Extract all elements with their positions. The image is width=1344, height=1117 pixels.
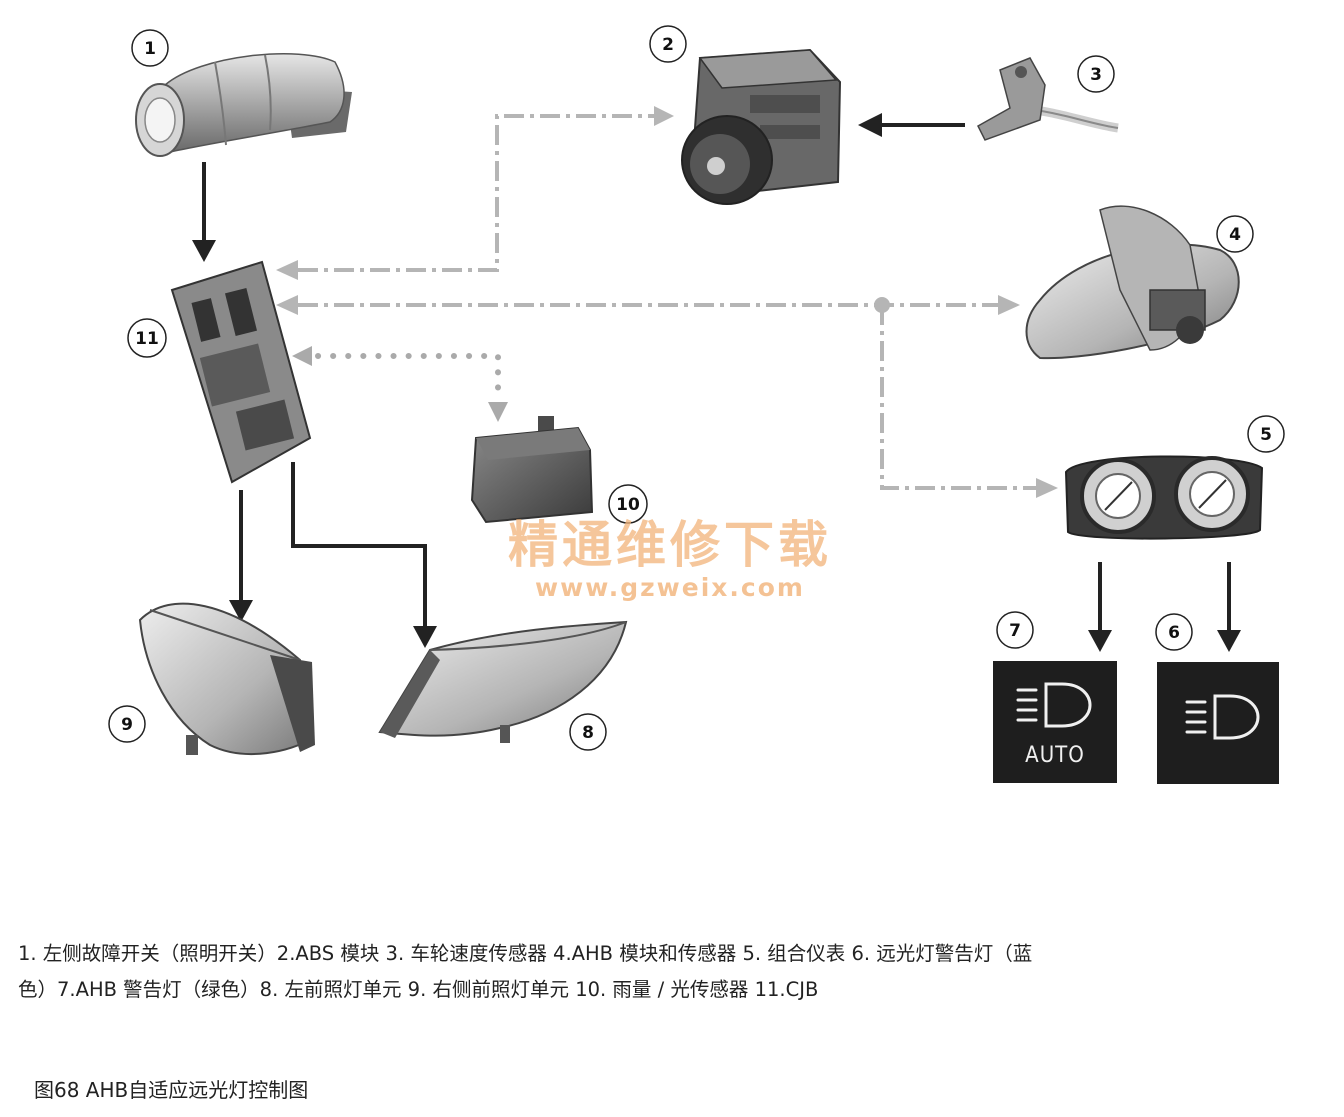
connections	[192, 106, 1241, 652]
callout-9: 9	[108, 705, 146, 743]
arrowhead-bus-to-4	[998, 295, 1020, 315]
figure-caption: 图68 AHB自适应远光灯控制图	[34, 1078, 309, 1102]
bus-to-5	[880, 305, 1038, 490]
svg-text:1: 1	[144, 39, 156, 59]
arrowhead-11-to-8	[413, 626, 437, 648]
callout-1: 1	[131, 29, 169, 67]
svg-text:2: 2	[662, 35, 674, 55]
callout-11: 11	[127, 318, 167, 358]
svg-text:4: 4	[1229, 225, 1241, 245]
left-headlamp-unit	[378, 620, 628, 743]
svg-text:8: 8	[582, 723, 594, 743]
legend-line-2: 色）7.AHB 警告灯（绿色）8. 左前照灯单元 9. 右侧前照灯单元 10. …	[18, 978, 819, 1001]
callout-5: 5	[1247, 415, 1285, 453]
ahb-control-diagram: AUTO 1 2 3 4 5 6 7	[108, 25, 1285, 784]
arrowhead-11-to-9	[229, 600, 253, 622]
callout-2: 2	[649, 25, 687, 63]
cjb-fuse-box	[170, 260, 312, 484]
arrowhead-bus-to-5	[1036, 478, 1058, 498]
arrowhead-link-to-11	[292, 346, 312, 366]
watermark-cn: 精通维修下载	[508, 515, 832, 574]
svg-text:6: 6	[1168, 623, 1180, 643]
callout-10: 10	[608, 484, 648, 524]
component-legend: 1. 左侧故障开关（照明开关）2.ABS 模块 3. 车轮速度传感器 4.AHB…	[18, 936, 1334, 1008]
arrowhead-link-to-10	[488, 402, 508, 422]
wheel-speed-sensor	[977, 57, 1119, 141]
callout-6: 6	[1155, 613, 1193, 651]
instrument-cluster	[1064, 455, 1264, 540]
arrowhead-bus-to-11-a	[276, 260, 298, 280]
arrowhead-5-to-6	[1217, 630, 1241, 652]
svg-text:3: 3	[1090, 65, 1102, 85]
callout-7: 7	[996, 611, 1034, 649]
arrow-11-to-8	[291, 462, 427, 628]
svg-text:9: 9	[121, 715, 133, 735]
ahb-warning-lamp: AUTO	[993, 661, 1117, 783]
callout-8: 8	[569, 713, 607, 751]
watermark: 精通维修下载 www.gzweix.com	[508, 515, 832, 602]
ahb-module-and-sensor	[1025, 205, 1240, 360]
arrowhead-bus-to-2	[654, 106, 674, 126]
right-headlamp-unit	[138, 602, 315, 755]
legend-line-1: 1. 左侧故障开关（照明开关）2.ABS 模块 3. 车轮速度传感器 4.AHB…	[18, 942, 1033, 965]
high-beam-warning-lamp	[1157, 662, 1279, 784]
watermark-url: www.gzweix.com	[535, 573, 805, 602]
arrowhead-5-to-7	[1088, 630, 1112, 652]
rain-light-sensor	[470, 416, 594, 524]
svg-text:7: 7	[1009, 621, 1021, 641]
abs-module	[681, 48, 842, 205]
svg-text:10: 10	[616, 495, 640, 515]
high-beam-icon	[1185, 694, 1260, 740]
auto-label: AUTO	[1025, 743, 1085, 768]
arrowhead-bus-to-11-b	[276, 295, 298, 315]
arrowhead-3-to-2	[858, 113, 882, 137]
svg-text:5: 5	[1260, 425, 1272, 445]
link-11-to-10	[315, 353, 501, 405]
bus-11-to-2	[298, 114, 658, 272]
lighting-switch-stalk	[135, 53, 352, 157]
callout-3: 3	[1077, 55, 1115, 93]
headlamp-auto-icon	[1016, 682, 1092, 728]
svg-text:11: 11	[135, 329, 159, 349]
callout-4: 4	[1216, 215, 1254, 253]
arrowhead-1-to-11	[192, 240, 216, 262]
